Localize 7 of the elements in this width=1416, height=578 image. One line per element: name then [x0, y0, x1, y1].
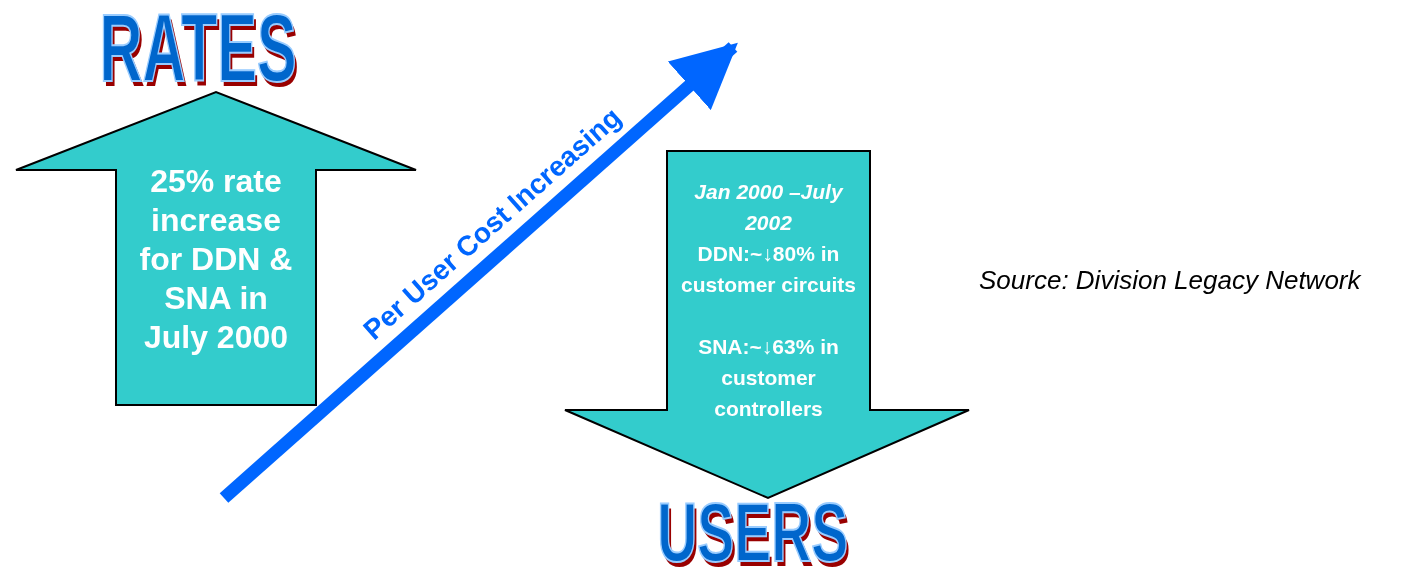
date-range-text: Jan 2000 –July 2002 [693, 179, 845, 236]
heading-word: USERS [656, 490, 848, 574]
arrow-text: 25% rate increase for DDN & SNA in July 2000 [138, 162, 294, 357]
arrow-text: DDN:~↓80% in customer circuits [679, 241, 858, 298]
heading-word: RATES [99, 0, 297, 96]
source-note: Source: Division Legacy Network [979, 267, 1361, 293]
arrow-text: SNA:~↓63% in customer controllers [697, 334, 840, 422]
